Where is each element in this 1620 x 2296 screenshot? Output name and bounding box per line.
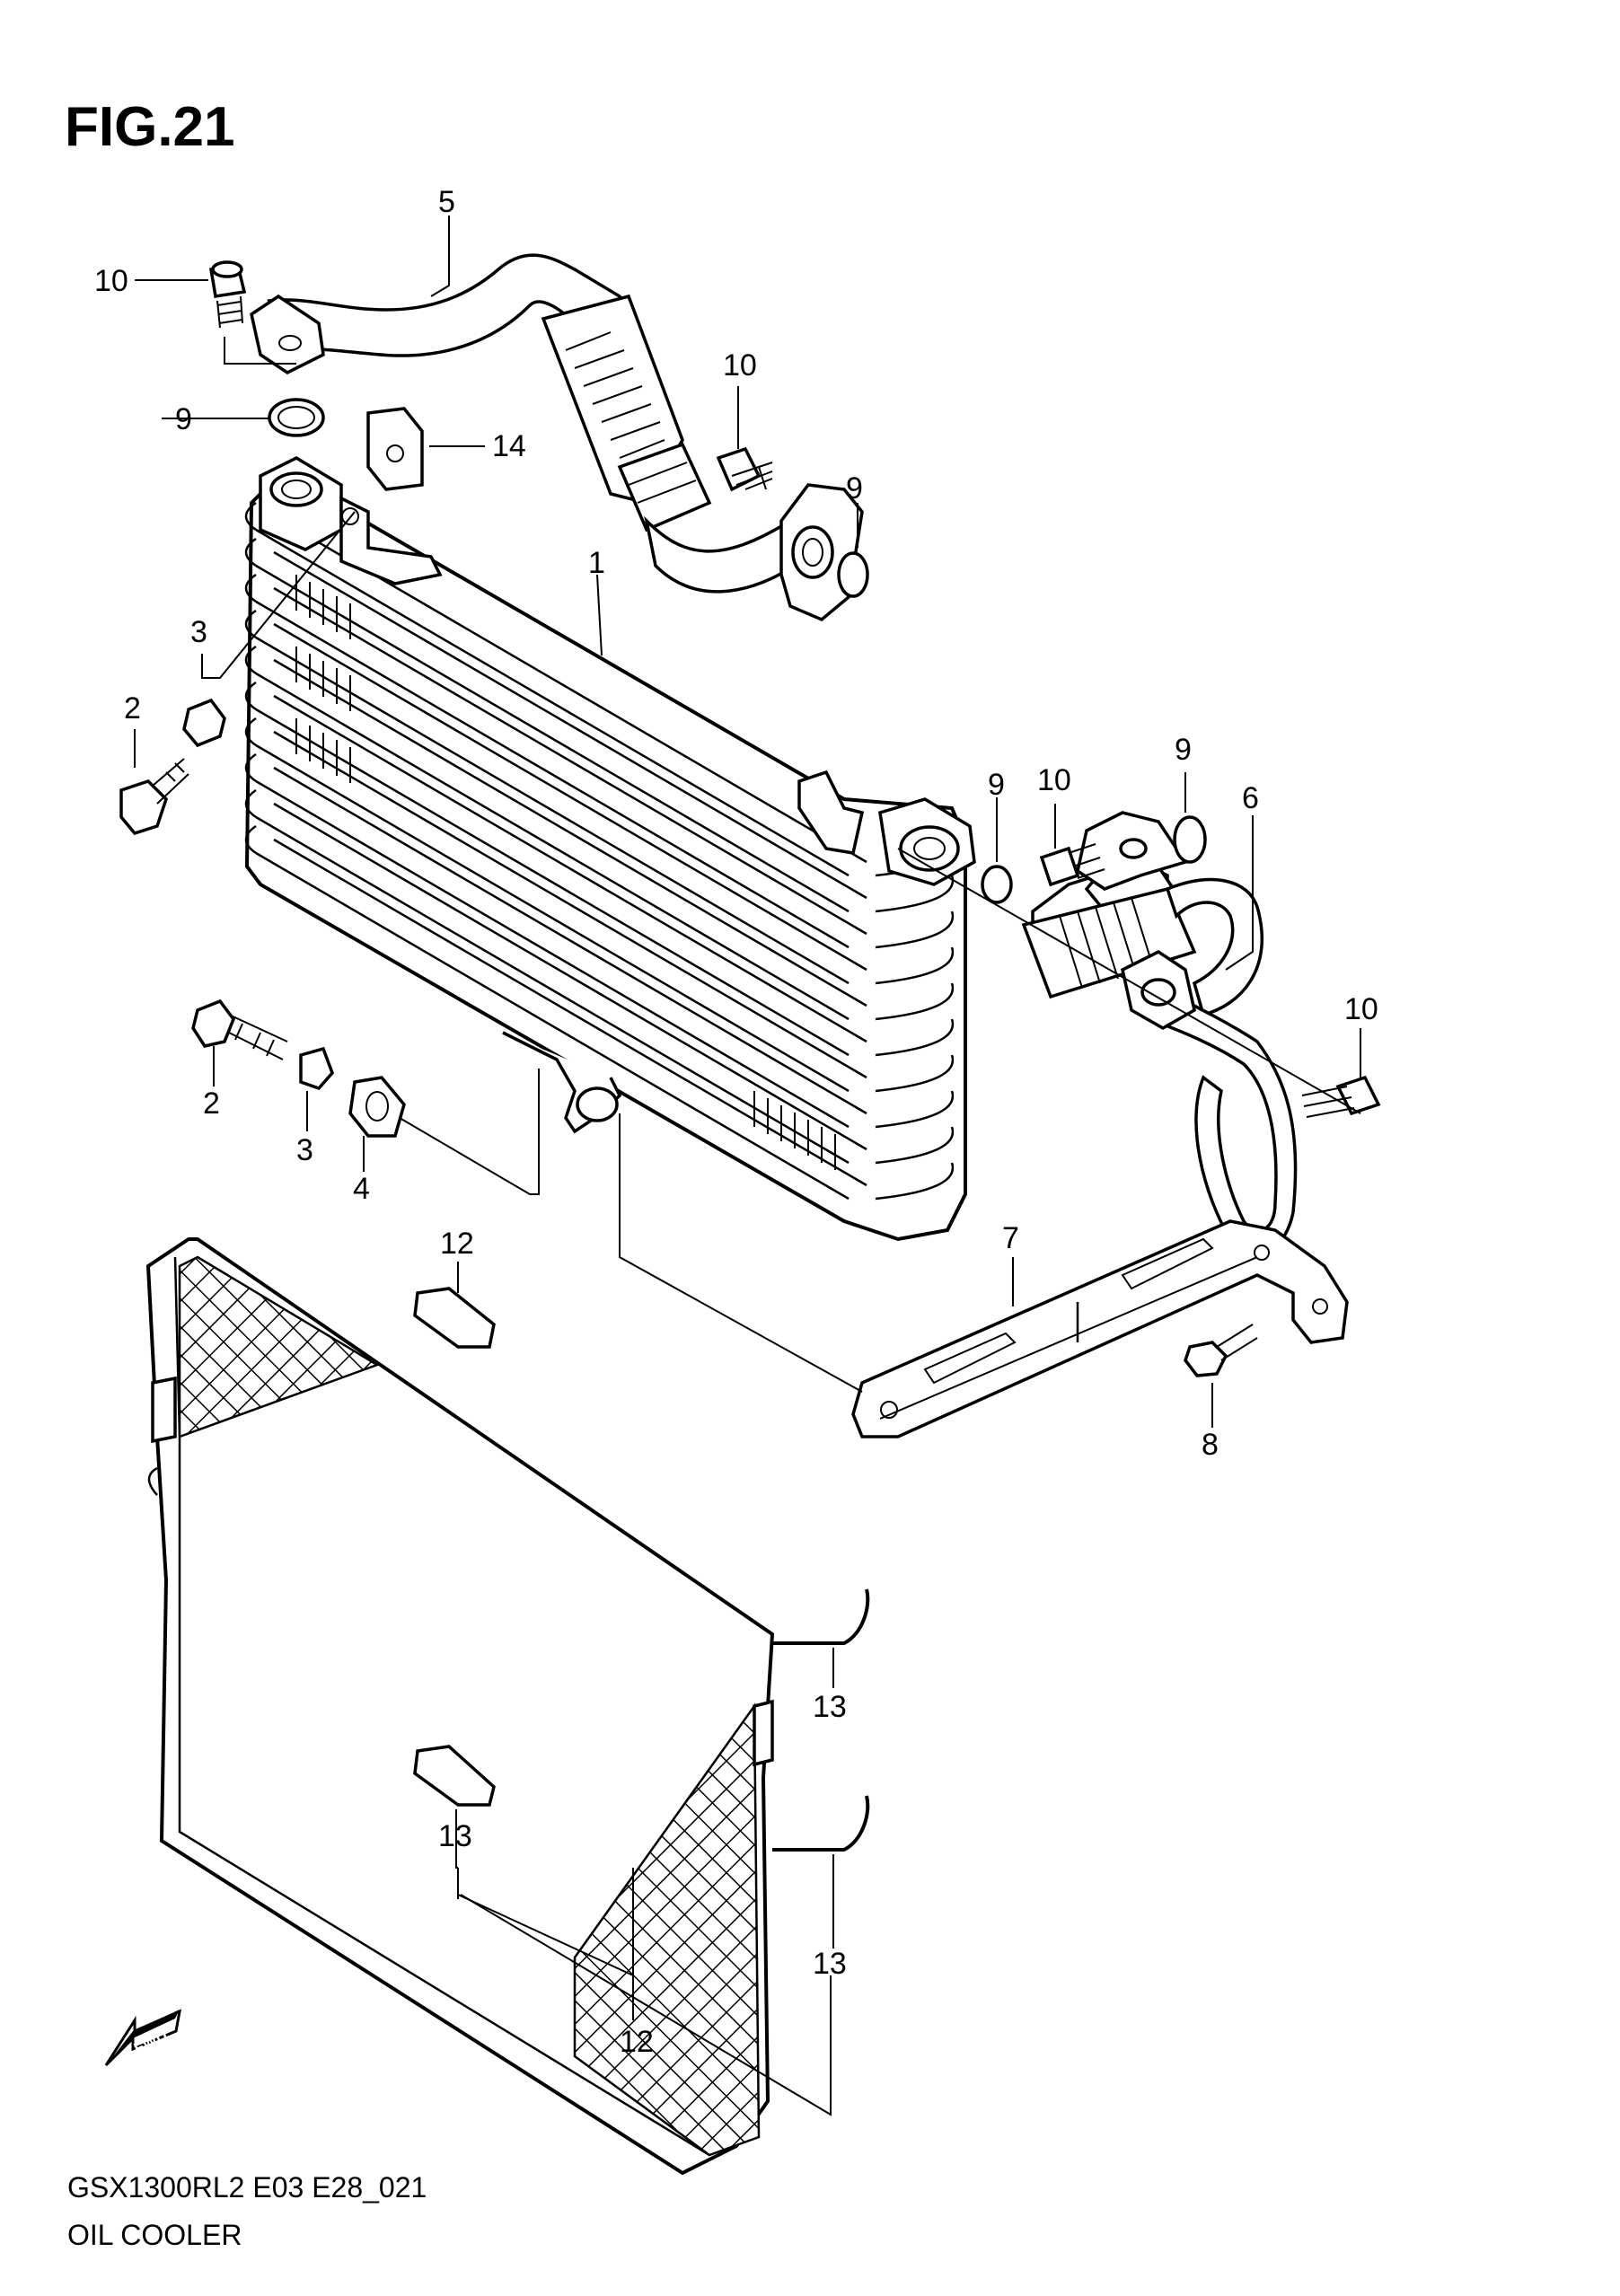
clip-14 (366, 407, 424, 491)
callout-12-upper: 12 (440, 1227, 474, 1261)
damper-12-upper (413, 1287, 496, 1349)
callout-13-upper: 13 (813, 1690, 847, 1724)
callout-5: 7 (1002, 1221, 1019, 1255)
collar-3-upper (182, 698, 226, 748)
callout-3-lower: 3 (296, 1133, 313, 1167)
callout-7: 5 (438, 185, 455, 219)
collar-3-lower (299, 1046, 335, 1091)
cooler-guard-net-11 (145, 1237, 870, 2176)
bolt-2-lower (191, 998, 288, 1060)
callout-9-top-left: 9 (175, 402, 192, 436)
o-ring-9-right (981, 865, 1013, 904)
leader-lines (134, 216, 1361, 2116)
bolt-2-upper (119, 758, 189, 836)
callout-8: 6 (1242, 781, 1259, 815)
callout-13-lower: 13 (813, 1947, 847, 1981)
callout-3-upper: 3 (190, 615, 207, 649)
callout-14: 14 (492, 429, 526, 463)
fwd-arrow-icon: FWD (104, 2009, 181, 2067)
bolt-10-mid (716, 446, 773, 492)
callout-9-mid: 9 (846, 471, 863, 506)
figure-title: FIG.21 (65, 96, 235, 158)
callout-10-right-bottom: 10 (1344, 992, 1378, 1026)
callout-10-top-left: 10 (94, 264, 128, 298)
callout-9-far-right: 9 (1175, 733, 1192, 767)
bolt-6 (1184, 1324, 1258, 1377)
callout-9-right: 9 (988, 768, 1005, 802)
callout-10-mid: 10 (723, 348, 757, 383)
callout-2-upper: 2 (124, 691, 141, 726)
callout-11: 12 (620, 2025, 654, 2059)
figure-caption: OIL COOLER (67, 2219, 242, 2251)
o-ring-9-mid (837, 551, 869, 598)
callout-6: 8 (1202, 1428, 1219, 1462)
bolt-10-right-bottom (1301, 1075, 1381, 1118)
damper-12-lower (413, 1745, 496, 1807)
mounting-bracket-5 (851, 1219, 1349, 1438)
oil-cooler-core (244, 456, 976, 1242)
callout-2-lower: 2 (203, 1086, 220, 1121)
bolt-10-right-top (1039, 843, 1105, 887)
callout-10-right-top: 10 (1037, 763, 1071, 797)
callout-4: 4 (353, 1172, 370, 1206)
model-code: GSX1300RL2 E03 E28_021 (67, 2171, 427, 2204)
bolt-10-top-left (208, 260, 247, 329)
callout-1: 1 (588, 546, 605, 580)
callout-12-lower: 13 (438, 1819, 472, 1853)
oil-hose-7 (250, 253, 864, 622)
callout-labels: 5 10 10 9 14 9 1 3 2 9 10 9 6 10 2 3 4 7… (94, 185, 1378, 2059)
o-ring-9-far-right (1173, 815, 1207, 864)
grommet-4 (348, 1076, 406, 1138)
